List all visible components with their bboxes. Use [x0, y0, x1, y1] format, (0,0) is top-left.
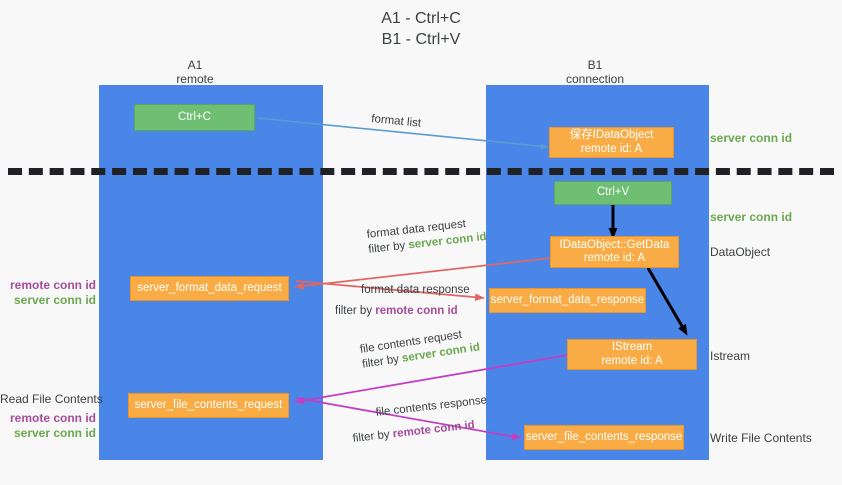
box-getdata-title: IDataObject::GetData: [559, 238, 670, 251]
box-istream-title: IStream: [611, 341, 653, 353]
edge-label-format-data-response: format data response: [361, 283, 470, 298]
edge-format-list: [256, 117, 549, 150]
left-label-server-conn-id-bottom: server conn id: [13, 426, 96, 440]
side-label-server-conn-id-mid: server conn id: [710, 210, 793, 224]
box-getdata-subtitle: remote id: A: [583, 252, 646, 264]
left-label-conn-ids-bottom: remote conn id server conn id: [0, 411, 96, 441]
filter-value-remote-conn-id: remote conn id: [375, 305, 458, 317]
box-istream[interactable]: IStream remote id: A: [567, 339, 697, 370]
box-server-format-data-request-label: server_format_data_request: [137, 281, 282, 294]
box-istream-subtitle: remote id: A: [601, 354, 663, 367]
box-ctrl-c-label: Ctrl+C: [178, 110, 211, 123]
box-ctrl-v-label: Ctrl+V: [596, 186, 630, 199]
edge-getdata-to-istream: [646, 267, 688, 336]
edge-label-format-data-response-caption: format data response: [361, 284, 470, 296]
box-save-idataobject-title: 保存IDataObject: [569, 129, 654, 141]
filter-prefix: filter by: [367, 239, 410, 256]
edge-label-format-list-caption: format list: [370, 112, 422, 130]
box-server-format-data-response[interactable]: server_format_data_response: [489, 288, 646, 313]
box-server-file-contents-request[interactable]: server_file_contents_request: [128, 393, 289, 418]
column-b1-role: connection: [565, 72, 625, 86]
box-save-idataobject-subtitle: remote id: A: [580, 142, 643, 155]
left-label-remote-conn-id-bottom: remote conn id: [9, 411, 96, 425]
edge-format-data-request: [294, 257, 552, 290]
left-label-read-file-contents: Read File Contents: [0, 392, 103, 406]
box-ctrl-c[interactable]: Ctrl+C: [134, 104, 255, 131]
left-label-server-conn-id-top: server conn id: [13, 293, 96, 307]
box-save-idataobject[interactable]: 保存IDataObject remote id: A: [549, 127, 674, 158]
phase-separator: [8, 168, 834, 175]
column-header-a1: A1 remote: [130, 58, 260, 86]
edge-file-contents-response: [295, 397, 522, 441]
side-label-write-file-contents: Write File Contents: [710, 431, 812, 445]
box-idataobject-getdata[interactable]: IDataObject::GetData remote id: A: [550, 236, 679, 268]
left-label-conn-ids-top: remote conn id server conn id: [0, 278, 96, 308]
side-label-server-conn-id-top: server conn id: [710, 131, 793, 145]
page-title: A1 - Ctrl+C B1 - Ctrl+V: [381, 10, 461, 48]
box-server-file-contents-response-label: server_file_contents_response: [525, 430, 683, 443]
column-b1-name: B1: [587, 58, 603, 72]
side-label-dataobject: DataObject: [710, 245, 771, 259]
left-label-remote-conn-id-top: remote conn id: [9, 278, 96, 292]
box-ctrl-v[interactable]: Ctrl+V: [554, 181, 672, 205]
filter-prefix: filter by: [352, 428, 394, 445]
edge-label-format-data-response-filter: filter by remote conn id: [335, 304, 458, 319]
box-server-file-contents-request-label: server_file_contents_request: [134, 398, 283, 411]
box-server-file-contents-response[interactable]: server_file_contents_response: [524, 425, 684, 450]
filter-prefix: filter by: [335, 305, 376, 317]
box-server-format-data-request[interactable]: server_format_data_request: [130, 276, 289, 301]
side-label-istream: Istream: [710, 349, 751, 363]
column-a1-name: A1: [187, 58, 203, 72]
column-header-b1: B1 connection: [530, 58, 660, 86]
column-a1-role: remote: [176, 72, 214, 86]
edge-file-contents-request: [294, 354, 569, 405]
box-server-format-data-response-label: server_format_data_response: [490, 293, 645, 306]
edge-format-data-response: [295, 280, 485, 301]
